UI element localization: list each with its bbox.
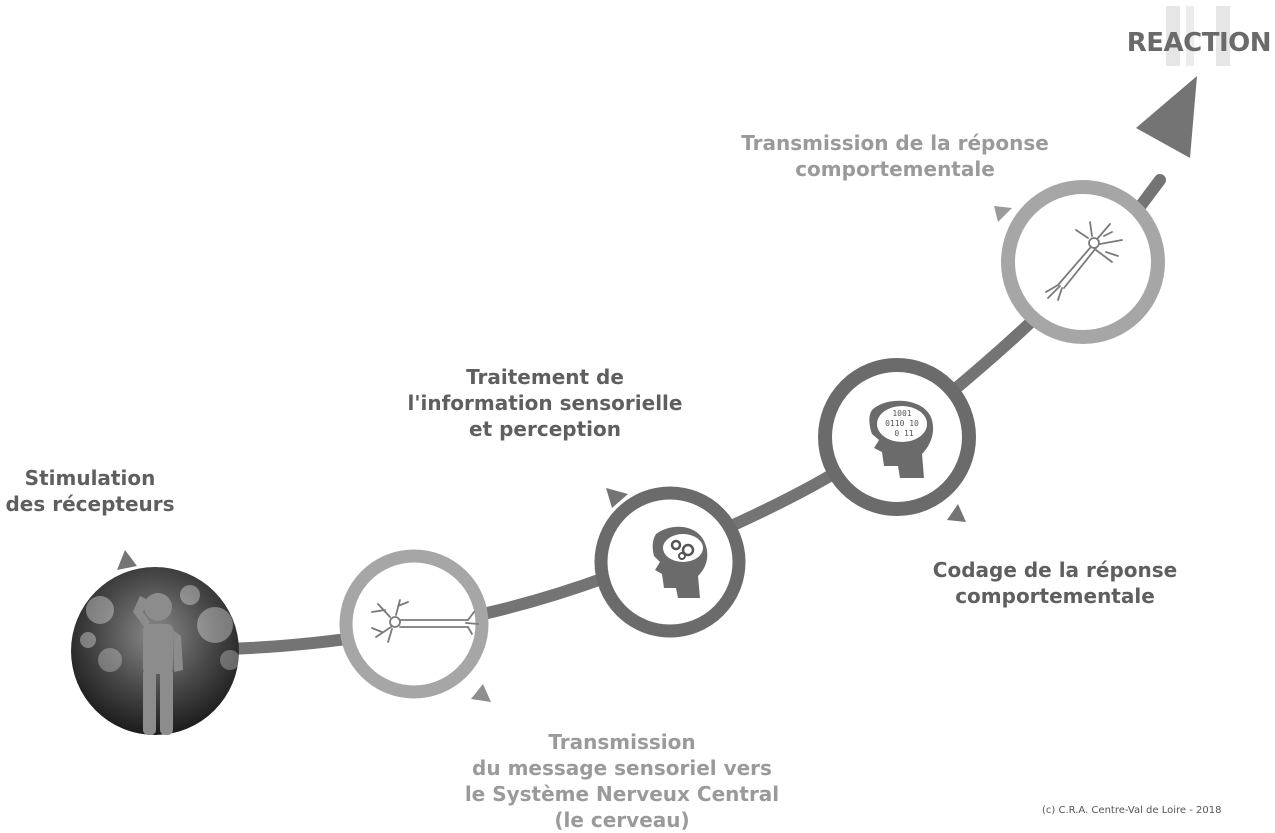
label-line: Stimulation	[24, 466, 156, 490]
label-line: comportementale	[955, 584, 1155, 608]
marker-triangle	[947, 504, 966, 522]
label-line: Transmission	[548, 730, 696, 754]
label-codage: Codage de la réponse comportementale	[910, 557, 1200, 609]
step-traitement-circle	[594, 486, 746, 638]
label-traitement: Traitement de l'information sensorielle …	[395, 364, 695, 442]
binary-line: 0 11	[894, 429, 913, 438]
step-transmission-message-circle	[339, 549, 489, 699]
reaction-title: REACTION	[1126, 28, 1272, 58]
binary-line: 1001	[892, 409, 911, 418]
person-scratching-head-icon	[133, 593, 183, 735]
reaction-decoration	[1166, 6, 1230, 66]
label-line: comportementale	[795, 157, 995, 181]
marker-triangle	[606, 488, 628, 508]
label-line: Codage de la réponse	[932, 558, 1178, 582]
label-transmission-reponse: Transmission de la réponse comportementa…	[730, 130, 1060, 182]
label-line: du message sensoriel vers	[472, 756, 772, 780]
label-line: (le cerveau)	[554, 808, 690, 832]
label-line: et perception	[469, 417, 621, 441]
label-line: des récepteurs	[5, 492, 175, 516]
neuron-icon	[371, 599, 479, 643]
marker-triangle	[117, 550, 137, 570]
neuron-icon	[1045, 221, 1123, 301]
label-line: Traitement de	[466, 365, 624, 389]
brain-gears-icon	[652, 526, 708, 598]
brain-binary-icon: 1001 0110 10 0 11	[869, 400, 934, 478]
label-line: l'information sensorielle	[407, 391, 683, 415]
label-transmission-message: Transmission du message sensoriel vers l…	[462, 729, 782, 833]
step-stimulation-circle	[71, 567, 239, 735]
marker-triangle	[471, 684, 491, 702]
label-line: le Système Nerveux Central	[464, 782, 780, 806]
step-codage-circle: 1001 0110 10 0 11	[818, 358, 976, 516]
marker-triangle	[994, 206, 1012, 222]
label-line: Transmission de la réponse	[741, 131, 1049, 155]
copyright-credit: (c) C.R.A. Centre-Val de Loire - 2018	[1042, 805, 1222, 816]
arrowhead-icon	[1136, 76, 1197, 158]
step-transmission-reponse-circle	[1001, 180, 1165, 344]
binary-line: 0110 10	[885, 419, 919, 428]
label-stimulation: Stimulation des récepteurs	[0, 465, 180, 517]
